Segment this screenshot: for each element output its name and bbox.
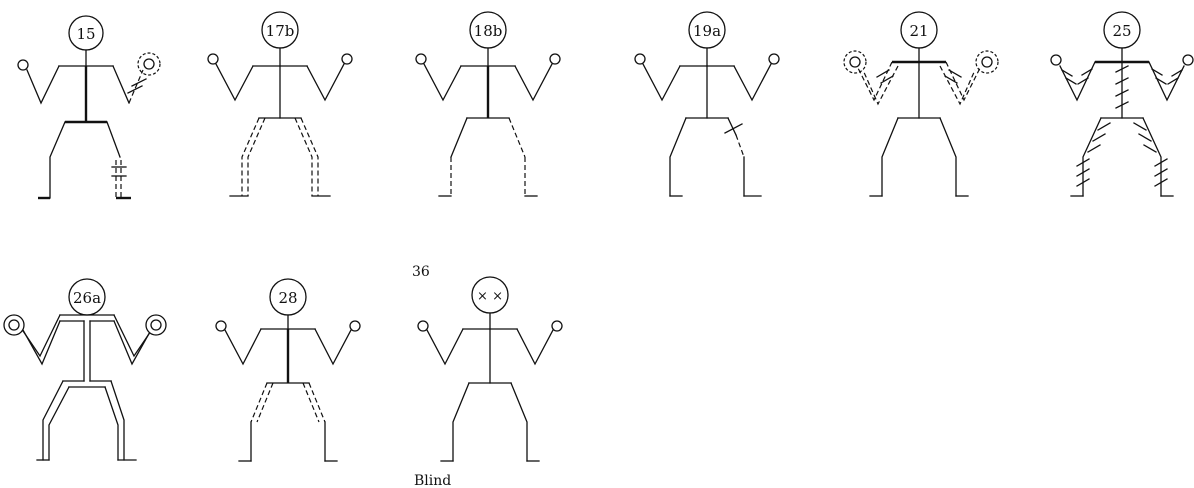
stick-figure-25: 25 <box>1050 11 1194 197</box>
figure-label: 28 <box>278 289 297 307</box>
figure-label: 21 <box>909 22 928 40</box>
crossed-eyes: × × <box>477 289 503 304</box>
figure-label: 18b <box>474 22 503 40</box>
stick-figure-36: × × <box>417 276 563 462</box>
stick-figure-18b: 18b <box>415 11 561 197</box>
stick-figure-17b: 17b <box>207 11 353 197</box>
stick-figure-26a: 26a <box>3 278 167 461</box>
stick-figure-19a: 19a <box>634 11 780 197</box>
caption-blind: Blind <box>414 473 451 488</box>
figure-label: 25 <box>1112 22 1131 40</box>
figure-number-36: 36 <box>412 264 430 280</box>
stick-figure-28: 28 <box>215 278 361 462</box>
figure-label: 15 <box>76 25 95 43</box>
figure-label: 19a <box>693 22 721 40</box>
stick-figure-21: 21 <box>843 11 999 197</box>
stick-figure-15: 15 <box>17 15 161 200</box>
figure-label: 17b <box>266 22 295 40</box>
figure-label: 26a <box>73 289 101 307</box>
